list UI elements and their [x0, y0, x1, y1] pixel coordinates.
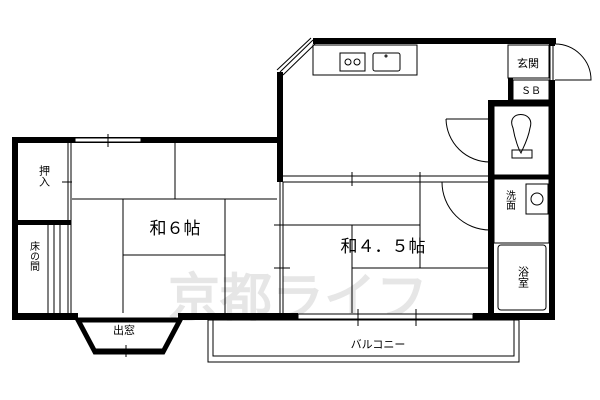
label-balcony: バルコニー [351, 338, 406, 351]
label-genkan: 玄関 [517, 56, 539, 70]
tatami-4-5jo [283, 182, 488, 313]
stove-icon [339, 52, 366, 72]
toilet-door-swing [445, 118, 491, 163]
label-washitsu-4-5: 和４．５帖 [341, 237, 426, 257]
corner-window [276, 37, 316, 76]
label-demado: 出窓 [113, 323, 135, 337]
toilet-room [445, 105, 550, 176]
label-senmen: 洗面 [504, 190, 516, 211]
label-washitsu-6: 和６帖 [150, 219, 201, 239]
washbasin-icon [530, 192, 544, 206]
balcony [207, 319, 520, 363]
bathtub-icon [497, 244, 547, 311]
partitions [47, 143, 488, 313]
bay-window [73, 317, 185, 355]
label-shoebox: ＳＢ [521, 86, 541, 97]
label-tokonoma: 床の間 [28, 240, 40, 272]
entrance-door-swing [554, 43, 592, 81]
washroom-door-swing [441, 181, 491, 231]
kitchen-counter [312, 44, 418, 76]
tatami-6jo [72, 143, 277, 313]
label-oshiire: 押入 [38, 164, 51, 187]
entrance [507, 43, 592, 101]
sink-icon [372, 52, 401, 72]
toilet-icon [511, 114, 532, 155]
walls [12, 38, 556, 320]
washroom [441, 178, 550, 311]
label-yokushitsu: 浴室 [517, 266, 530, 288]
